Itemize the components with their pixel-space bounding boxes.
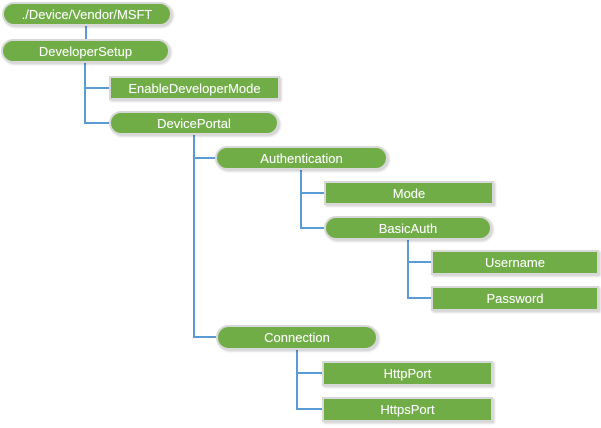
tree-node-https-port: HttpsPort xyxy=(322,397,493,422)
connector-h-to-password xyxy=(407,297,431,299)
connector-h-to-connection xyxy=(193,336,216,338)
connector-h-to-deviceportal xyxy=(85,122,109,124)
connector-v-basicauth-trunk xyxy=(407,240,409,299)
tree-node-http-port: HttpPort xyxy=(322,361,493,386)
tree-node-basic-auth: BasicAuth xyxy=(324,216,492,240)
connector-h-to-httpport xyxy=(296,372,322,374)
tree-node-mode: Mode xyxy=(324,181,494,205)
tree-node-username: Username xyxy=(431,250,599,275)
tree-node-device-portal: DevicePortal xyxy=(109,111,279,135)
tree-node-password: Password xyxy=(431,286,599,311)
connector-h-to-mode xyxy=(300,192,324,194)
connector-h-to-basicauth xyxy=(300,227,324,229)
tree-node-root: ./Device/Vendor/MSFT xyxy=(2,2,172,26)
connector-v-root-to-developersetup xyxy=(85,26,87,39)
connector-v-authentication-trunk xyxy=(300,170,302,229)
connector-v-developersetup-trunk xyxy=(84,63,86,124)
tree-node-developer-setup: DeveloperSetup xyxy=(1,39,170,63)
connector-v-deviceportal-trunk xyxy=(193,135,195,338)
connector-h-to-enabledevelopermode xyxy=(85,87,109,89)
tree-node-authentication: Authentication xyxy=(215,146,388,170)
tree-node-connection: Connection xyxy=(216,325,378,350)
connector-h-to-httpsport xyxy=(296,408,322,410)
connector-v-connection-trunk xyxy=(296,349,298,410)
tree-node-enable-developer-mode: EnableDeveloperMode xyxy=(109,76,280,100)
connector-h-to-authentication xyxy=(193,157,215,159)
connector-h-to-username xyxy=(407,261,431,263)
